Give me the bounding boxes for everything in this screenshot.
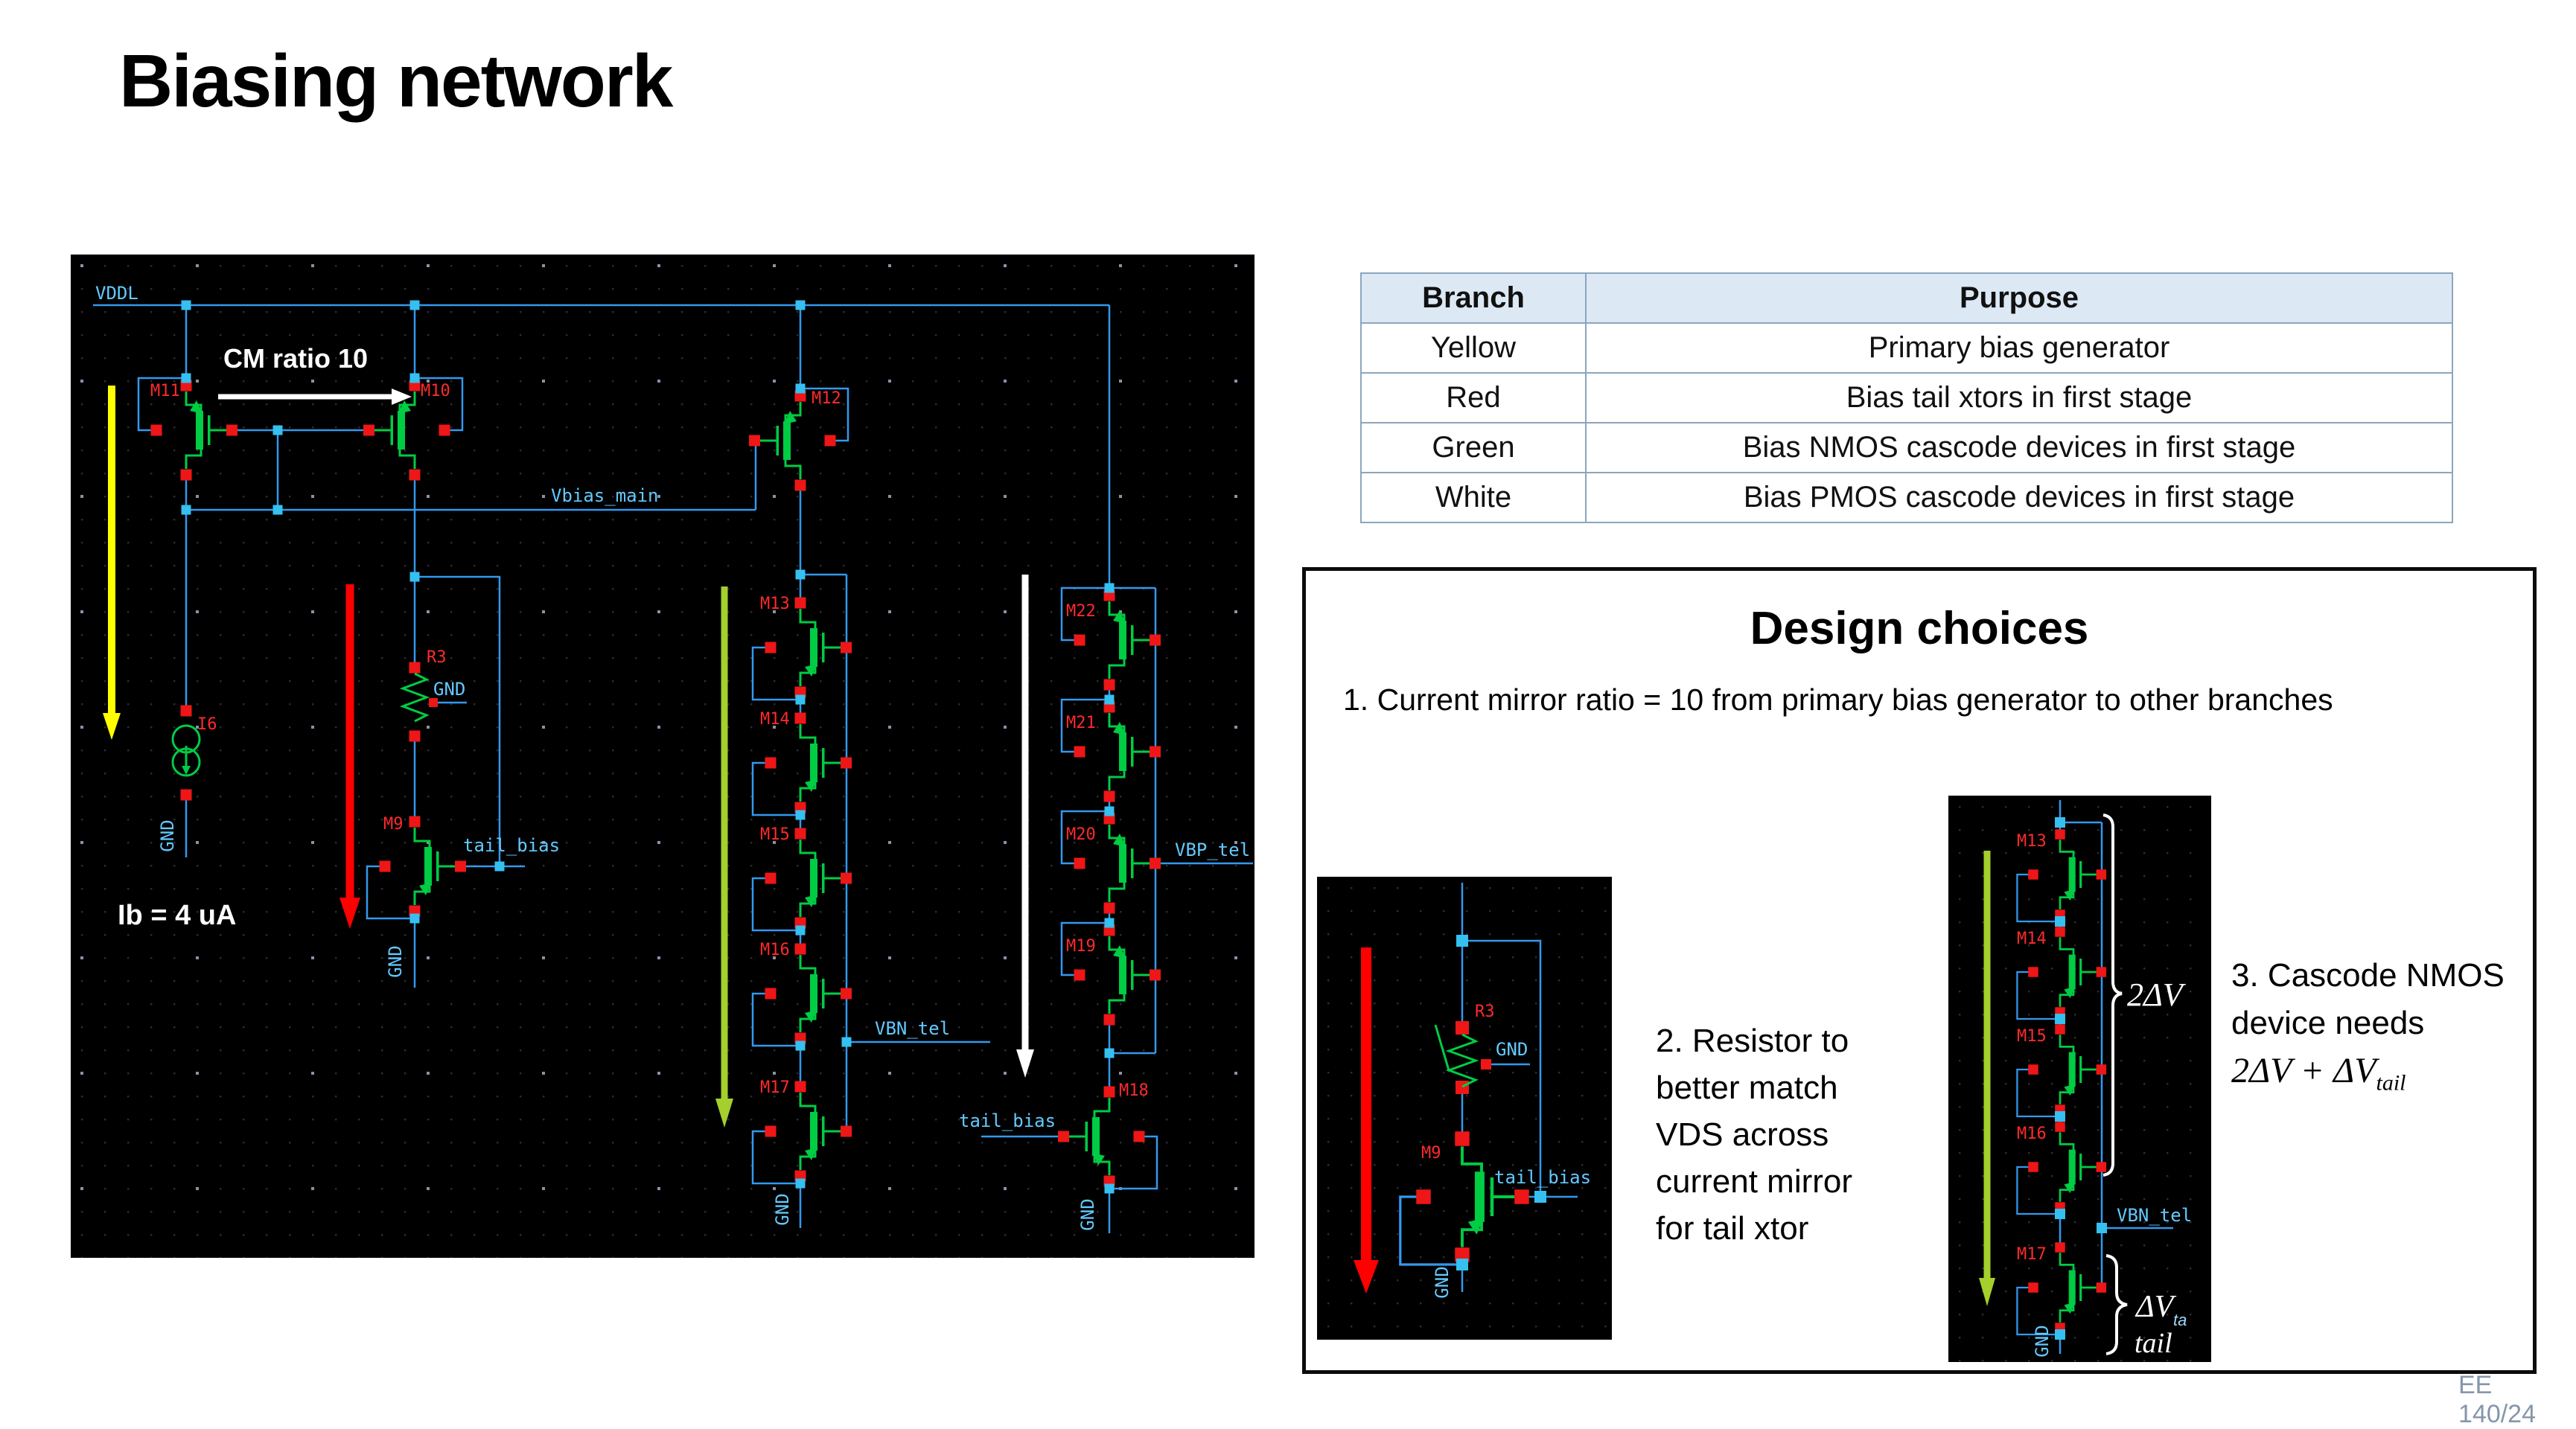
cm-ratio-label: CM ratio 10	[223, 343, 368, 374]
main-schematic: VDDL Vbias_main tail_bias VBN_tel VBP_te…	[71, 255, 1254, 1258]
inset2-ref-m14: M14	[2017, 930, 2047, 948]
ref-m12: M12	[812, 389, 841, 408]
net-label-gnd-3: GND	[772, 1193, 793, 1225]
ref-m9: M9	[383, 815, 404, 834]
ref-m13: M13	[760, 595, 790, 613]
ref-i6: I6	[197, 715, 217, 734]
inset1-resistor-r3	[1434, 1021, 1530, 1094]
ref-m14: M14	[760, 710, 790, 729]
ref-m15: M15	[760, 825, 790, 844]
net-label-vbp-tel: VBP_tel	[1175, 840, 1250, 860]
ref-m17: M17	[760, 1078, 790, 1097]
inset1-gnd-tap: GND	[1496, 1039, 1528, 1060]
ref-m16: M16	[760, 941, 790, 959]
red-branch-arrow	[339, 584, 360, 929]
net-label-tail-bias: tail_bias	[463, 835, 560, 856]
table-header-purpose: Purpose	[1585, 272, 2453, 324]
design-item-2: 2. Resistor to better match VDS across c…	[1656, 1023, 1853, 1247]
svg-text:2ΔV: 2ΔV	[2127, 976, 2187, 1013]
purpose-cell: Bias NMOS cascode devices in first stage	[1585, 422, 2453, 473]
inset1-gnd: GND	[1432, 1266, 1453, 1298]
net-label-gnd-1: GND	[157, 819, 178, 851]
inset1-tail-bias: tail_bias	[1494, 1167, 1591, 1188]
ref-m22: M22	[1066, 602, 1096, 621]
net-label-gnd-r3: GND	[433, 679, 465, 700]
inset1-red-arrow	[1354, 947, 1379, 1294]
course-footer: EE 140/24	[2458, 1371, 2536, 1428]
inset1-wires	[1461, 883, 1578, 1292]
ib-label: Ib = 4 uA	[118, 900, 236, 931]
branch-cell: White	[1360, 472, 1587, 523]
ref-m21: M21	[1066, 714, 1096, 732]
purpose-cell: Bias tail xtors in first stage	[1585, 372, 2453, 423]
inset1-ref-m9: M9	[1421, 1144, 1441, 1163]
page-title: Biasing network	[119, 39, 673, 123]
branch-cell: Yellow	[1360, 322, 1587, 374]
ref-m10: M10	[421, 382, 450, 400]
table-header-row: Branch Purpose	[1360, 272, 2453, 324]
inset1-ref-r3: R3	[1475, 1003, 1495, 1021]
inset2-gnd: GND	[2032, 1325, 2053, 1357]
net-label-gnd-2: GND	[385, 945, 406, 977]
svg-text:ΔV: ΔV	[2135, 1290, 2177, 1324]
ref-m18: M18	[1119, 1081, 1149, 1100]
net-label-gnd-4: GND	[1077, 1198, 1098, 1230]
ref-m19: M19	[1066, 937, 1096, 956]
net-label-tail-bias-2: tail_bias	[959, 1110, 1056, 1131]
table-header-branch: Branch	[1360, 272, 1587, 324]
ref-r3: R3	[427, 648, 447, 667]
svg-text:tail: tail	[2135, 1328, 2172, 1359]
ref-m11: M11	[150, 382, 180, 400]
purpose-cell: Primary bias generator	[1585, 322, 2453, 374]
svg-text:ta: ta	[2173, 1311, 2187, 1329]
design-item-1: 1. Current mirror ratio = 10 from primar…	[1343, 682, 2333, 717]
branch-cell: Green	[1360, 422, 1587, 473]
inset2-vbn-tel: VBN_tel	[2117, 1205, 2192, 1226]
junctions	[181, 300, 1115, 1194]
net-label-vbn-tel: VBN_tel	[875, 1018, 950, 1039]
design-choices-box: Design choices 1. Current mirror ratio =…	[1302, 567, 2537, 1374]
net-label-vddl: VDDL	[95, 283, 138, 304]
design-item-3-formula: 2ΔV + ΔVtail	[2231, 1051, 2406, 1096]
yellow-branch-arrow	[103, 386, 121, 740]
branch-cell: Red	[1360, 372, 1587, 423]
inset-red-branch: R3 GND M9 tail_bias GND	[1317, 877, 1612, 1340]
green-branch-arrow	[715, 586, 733, 1128]
inset2-green-arrow	[1979, 851, 1995, 1306]
inset2-ref-m17: M17	[2017, 1245, 2047, 1264]
purpose-cell: Bias PMOS cascode devices in first stage	[1585, 472, 2453, 523]
design-item-3: 3. Cascode NMOS device needs 2ΔV + ΔVtai…	[2231, 952, 2505, 1107]
current-source-i6	[171, 705, 201, 801]
inset2-junctions	[2055, 817, 2107, 1340]
bracket-2dv: 2ΔV	[2102, 813, 2187, 1177]
cm-ratio-arrow	[218, 389, 412, 405]
net-label-vbias-main: Vbias_main	[551, 485, 659, 506]
white-branch-arrow	[1016, 575, 1034, 1078]
inset2-ref-m16: M16	[2017, 1125, 2047, 1143]
resistor-r3	[399, 662, 467, 742]
bracket-dv-tail: ΔV ta tail	[2105, 1254, 2187, 1359]
design-choices-title: Design choices	[1750, 603, 2089, 654]
inset-nmos-stack: M13 M14 M15 M16 M17 VBN_tel GND 2ΔV ΔV t…	[1948, 796, 2211, 1362]
ref-m20: M20	[1066, 825, 1096, 844]
inset2-ref-m15: M15	[2017, 1027, 2047, 1046]
inset1-junctions	[1456, 935, 1546, 1270]
inset2-ref-m13: M13	[2017, 832, 2047, 851]
